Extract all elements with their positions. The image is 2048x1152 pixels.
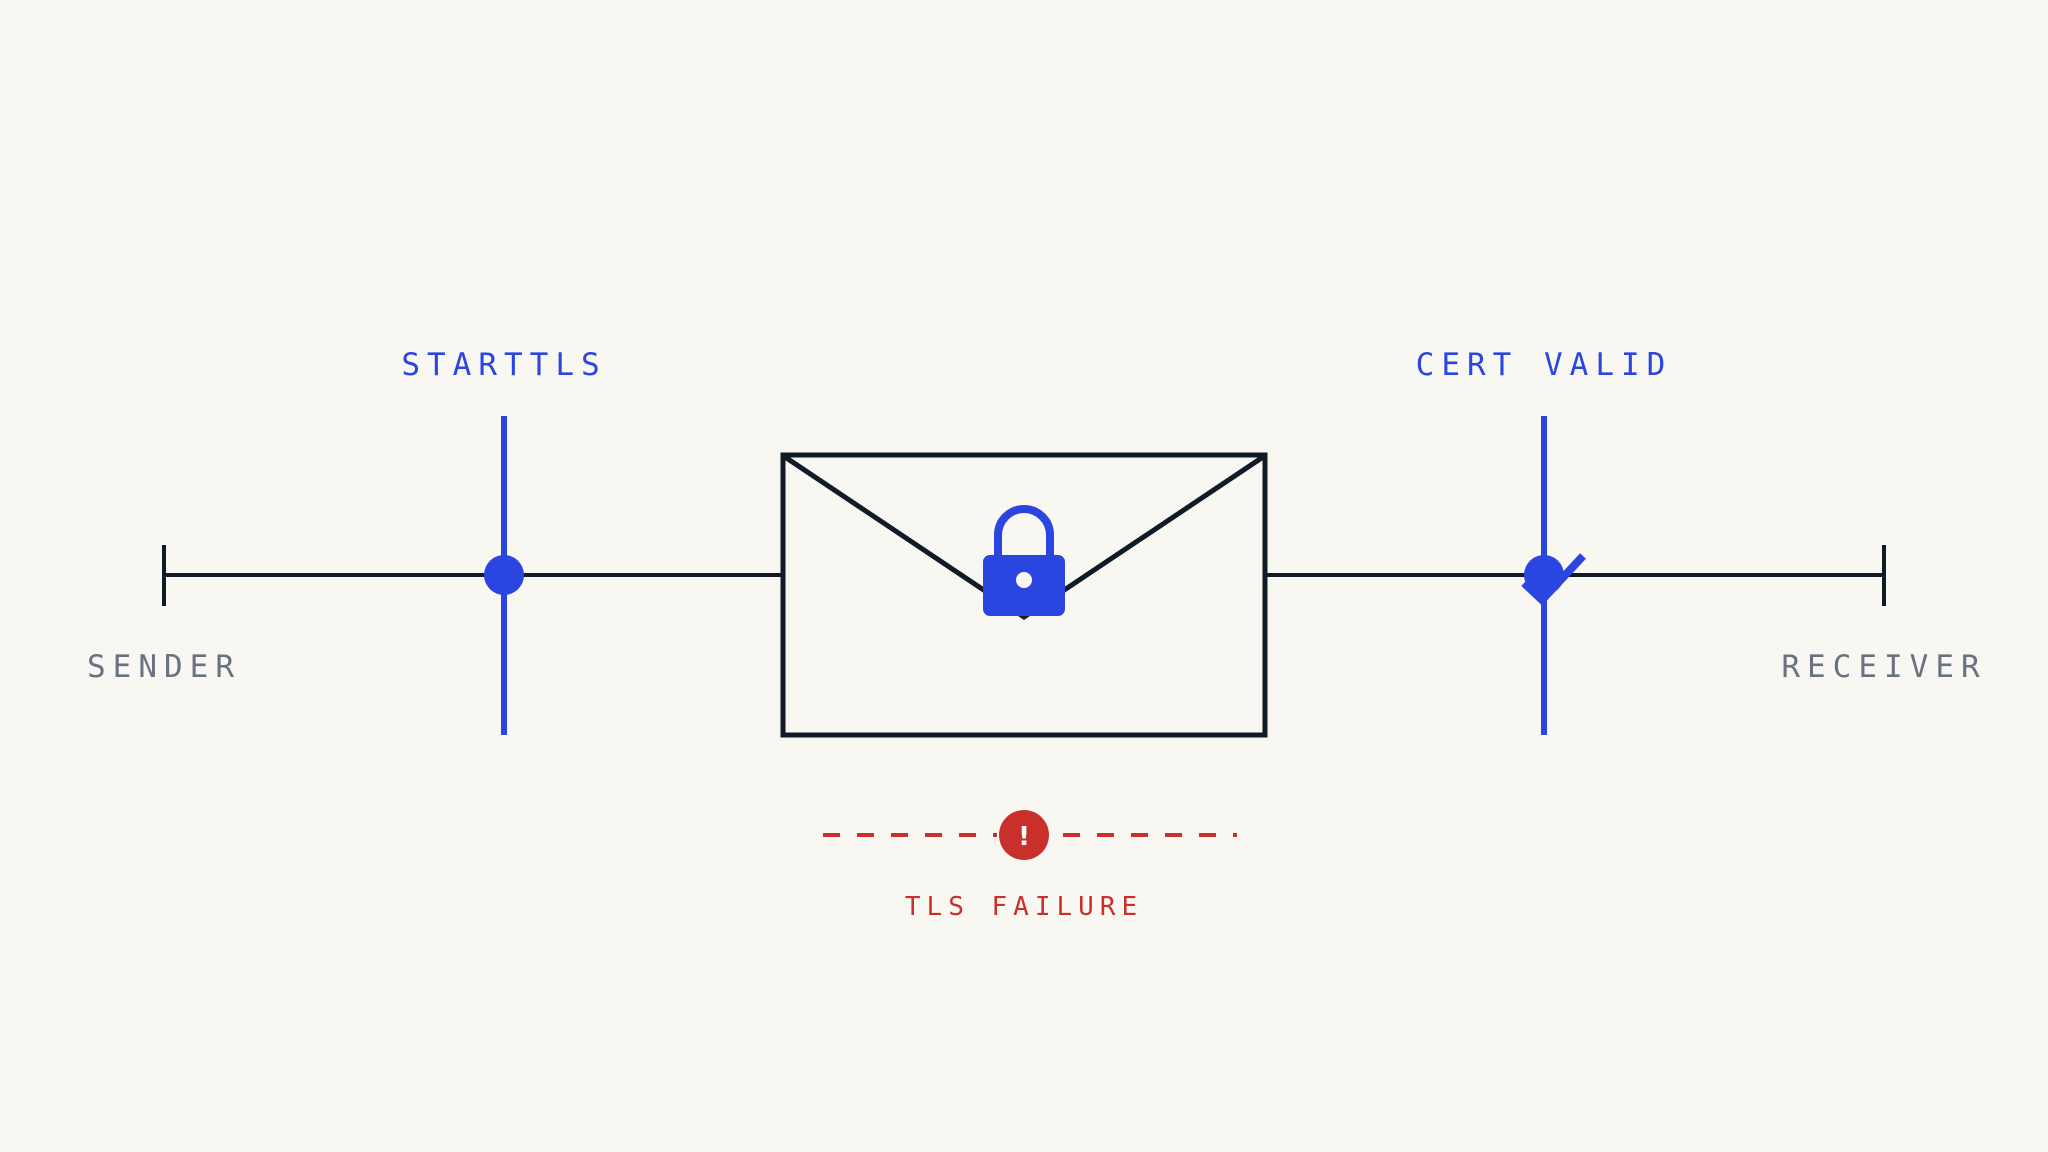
cert-valid-checkpoint: CERT VALID	[1416, 347, 1673, 735]
cert-valid-label: CERT VALID	[1416, 347, 1673, 383]
alert-glyph: !	[1018, 822, 1030, 852]
transport-line	[162, 545, 1886, 606]
starttls-checkpoint: STARTTLS	[401, 347, 606, 735]
sender-label: SENDER	[87, 649, 241, 685]
tls-failure-path: ! TLS FAILURE	[823, 810, 1237, 922]
tls-failure-label: TLS FAILURE	[905, 892, 1143, 922]
starttls-label: STARTTLS	[401, 347, 606, 383]
checkmark-icon	[1521, 553, 1586, 606]
starttls-node	[484, 555, 524, 595]
receiver-label: RECEIVER	[1781, 649, 1986, 685]
padlock-icon	[983, 505, 1065, 616]
alert-icon: !	[999, 810, 1049, 860]
